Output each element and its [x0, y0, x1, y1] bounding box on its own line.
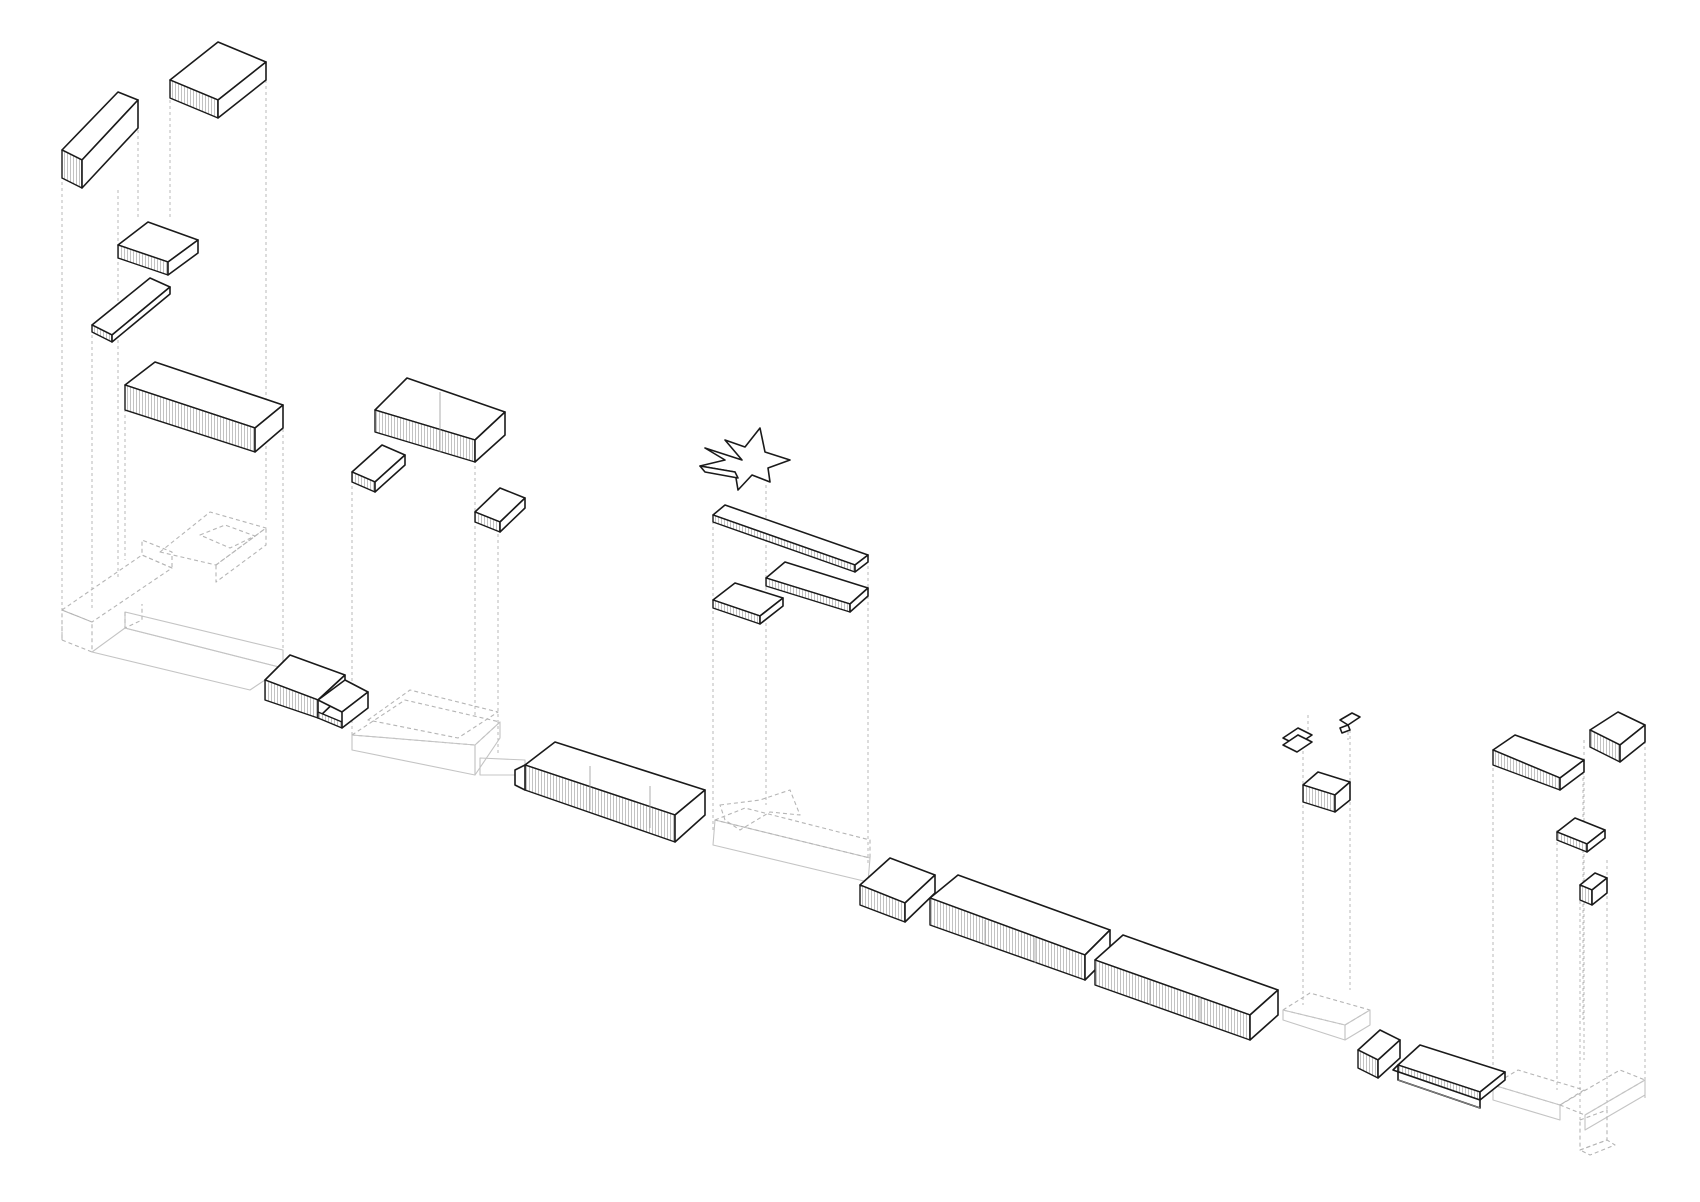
- block-mid-small-1: [351, 444, 406, 493]
- block-stair-slab: [1392, 1044, 1506, 1109]
- block-long-1: [124, 361, 284, 453]
- block-right-mid: [1556, 817, 1606, 853]
- block-star-slab-1: [712, 504, 869, 573]
- block-right-small: [1579, 872, 1608, 906]
- block-slab-2: [91, 277, 171, 343]
- block-ground-long-1: [514, 741, 706, 843]
- block-ground-cube-pair: [264, 654, 369, 729]
- star-canopy: [699, 427, 791, 491]
- block-star-slab-2: [765, 561, 869, 613]
- block-mid-top: [374, 377, 506, 463]
- block-small-cube-stack: [1302, 771, 1351, 813]
- block-slab-1: [117, 221, 199, 276]
- block-right-top-1: [1492, 734, 1585, 791]
- block-ground-small-right: [1357, 1029, 1401, 1079]
- block-cube-mid: [859, 857, 936, 923]
- block-right-top-2: [1589, 711, 1646, 763]
- block-ground-long-2: [929, 874, 1111, 981]
- tiny-rings: [1282, 712, 1361, 753]
- block-ground-long-3: [1094, 934, 1279, 1041]
- block-star-slab-3: [712, 582, 784, 625]
- block-top-box: [169, 41, 267, 119]
- solid-blocks: [61, 41, 1646, 1109]
- block-mid-small-2: [474, 487, 526, 533]
- block-top-left-narrow: [61, 91, 139, 189]
